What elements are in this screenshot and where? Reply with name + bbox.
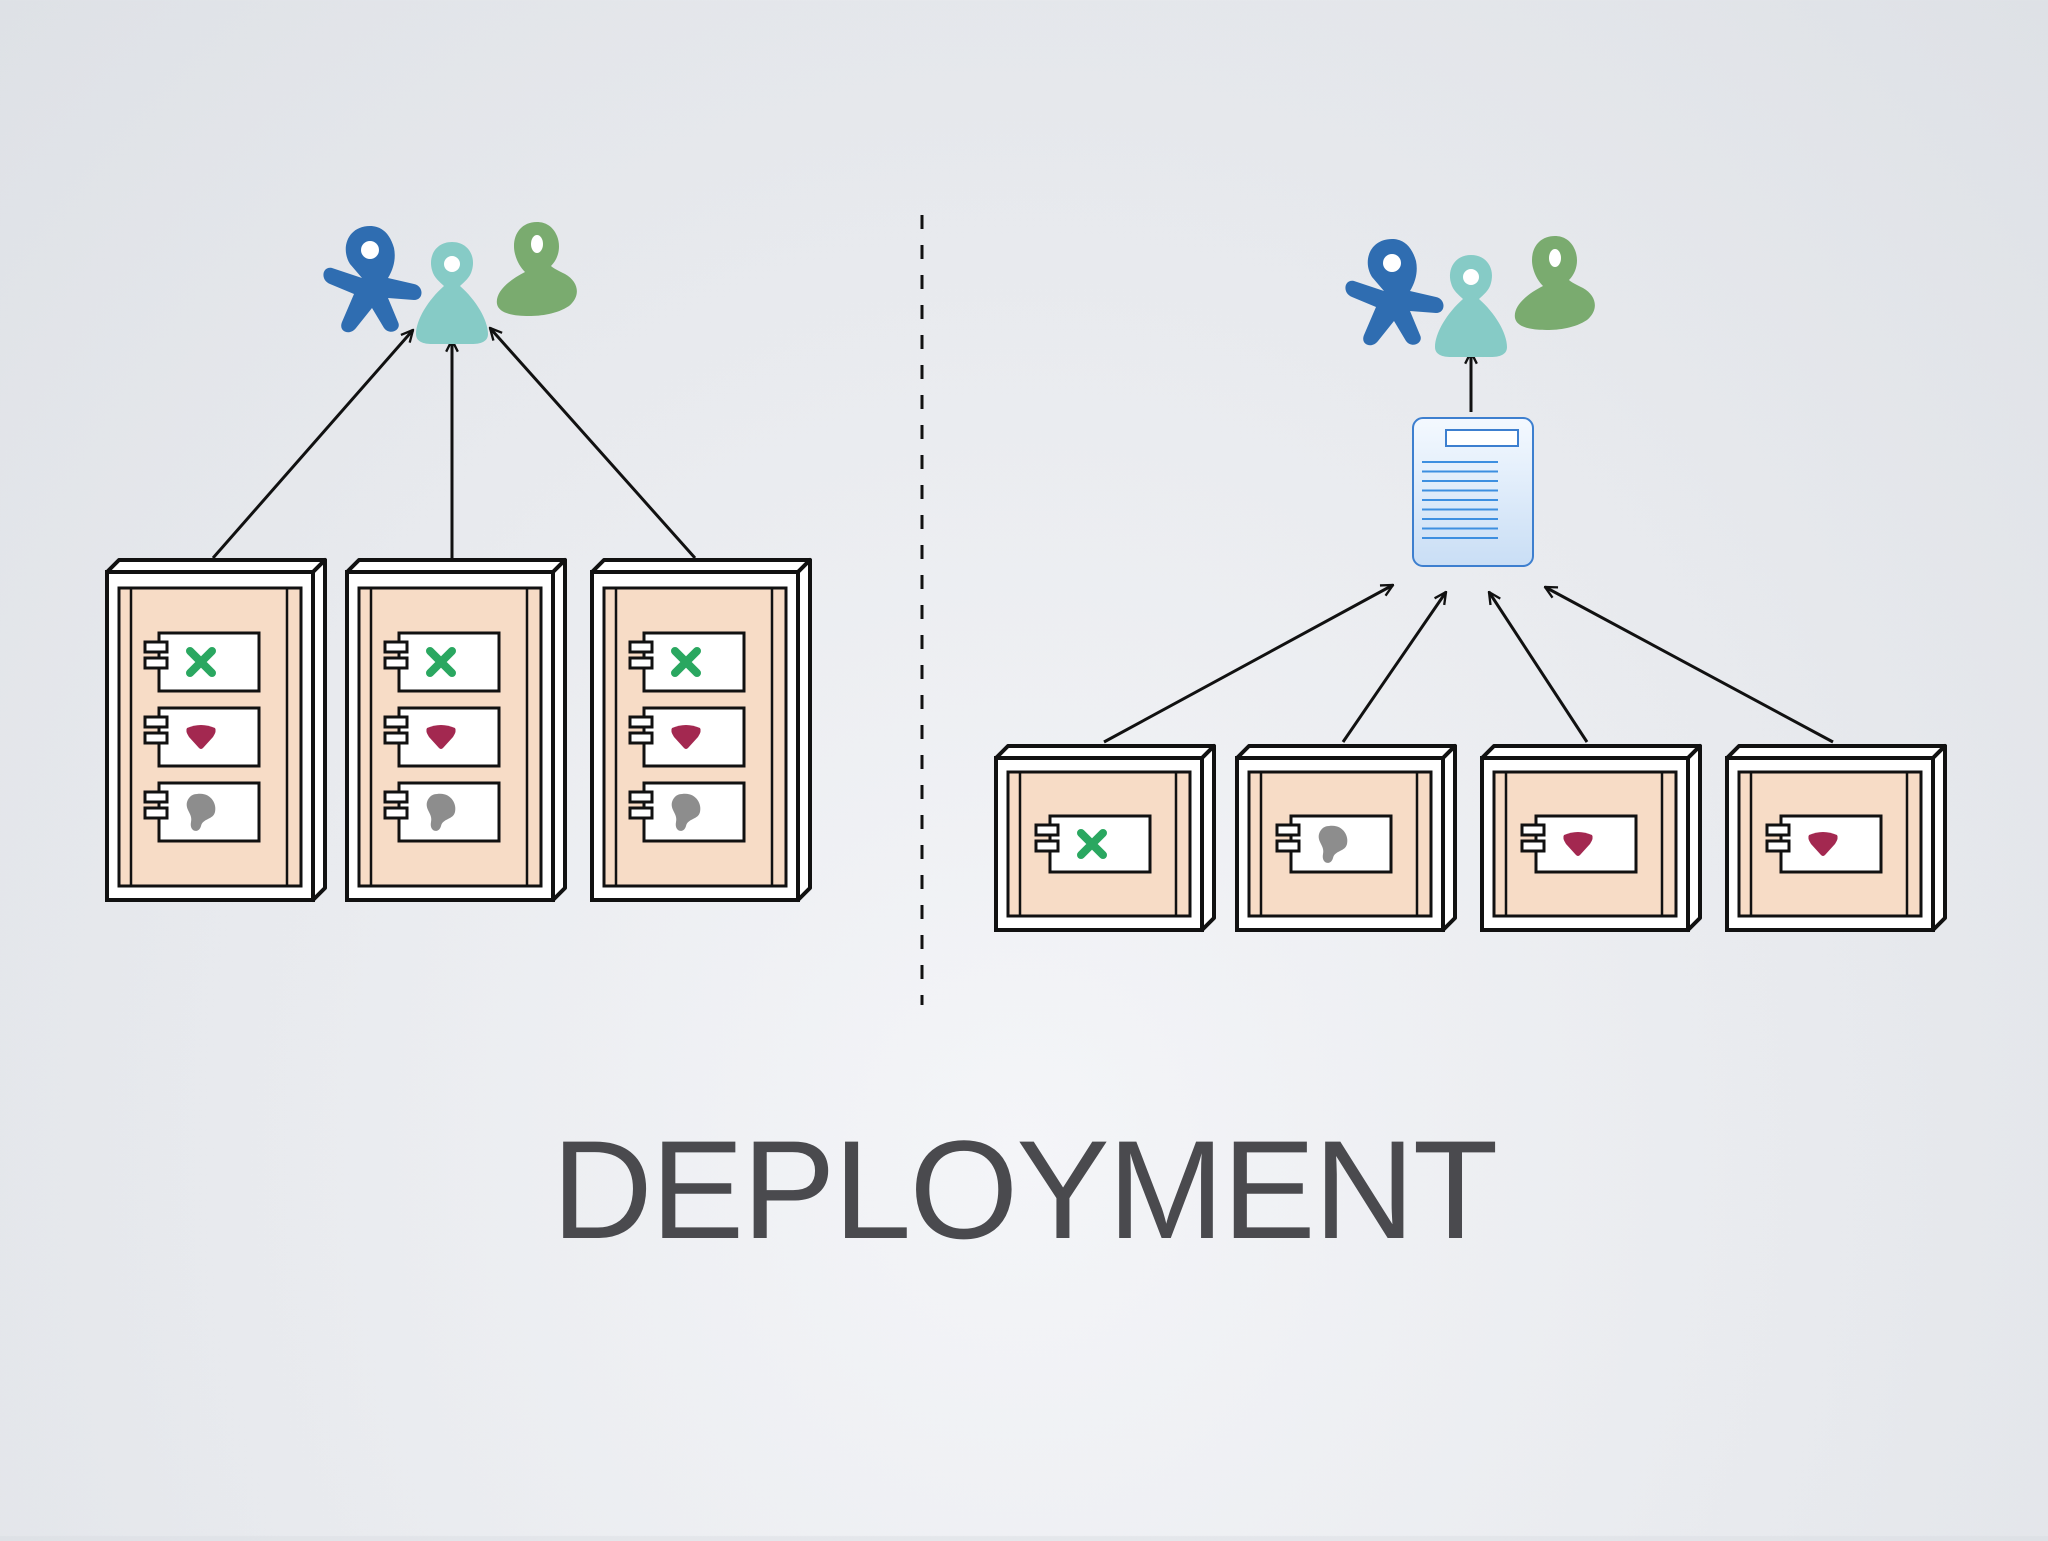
component-box xyxy=(1765,814,1883,874)
user-icon-drop xyxy=(1514,236,1595,330)
user-icon-drop xyxy=(496,222,577,316)
component-box xyxy=(383,706,501,768)
component-box xyxy=(383,631,501,693)
arrow xyxy=(1545,585,1834,744)
server-node xyxy=(1235,744,1457,932)
arrow xyxy=(490,328,697,559)
component-box xyxy=(1034,814,1152,874)
blob-component-icon xyxy=(186,793,216,831)
component-box xyxy=(1520,814,1638,874)
heart-component-icon xyxy=(1808,832,1838,856)
user-icon-star xyxy=(1345,239,1444,346)
component-box xyxy=(628,781,746,843)
x-component-icon xyxy=(1077,829,1107,859)
blob-component-icon xyxy=(1318,825,1348,863)
server-node xyxy=(345,558,567,902)
component-box xyxy=(628,631,746,693)
blob-component-icon xyxy=(426,793,456,831)
heart-component-icon xyxy=(426,725,456,749)
arrow xyxy=(1103,583,1393,744)
document-icon xyxy=(1412,417,1534,567)
x-component-icon xyxy=(426,647,456,677)
user-icon-star xyxy=(323,226,422,333)
heart-component-icon xyxy=(186,725,216,749)
heart-component-icon xyxy=(1563,832,1593,856)
server-node xyxy=(590,558,812,902)
blob-component-icon xyxy=(671,793,701,831)
x-component-icon xyxy=(671,647,701,677)
user-icon-cone xyxy=(1435,255,1507,357)
arrow xyxy=(1489,592,1589,743)
component-box xyxy=(1275,814,1393,874)
server-node xyxy=(1725,744,1947,932)
component-box xyxy=(143,781,261,843)
slide-title: DEPLOYMENT xyxy=(551,1111,1499,1268)
component-box xyxy=(628,706,746,768)
server-node xyxy=(994,744,1216,932)
x-component-icon xyxy=(186,647,216,677)
server-node xyxy=(105,558,327,902)
user-icon-cone xyxy=(416,242,488,344)
arrow xyxy=(211,330,413,559)
component-box xyxy=(383,781,501,843)
component-box xyxy=(143,631,261,693)
component-box xyxy=(143,706,261,768)
arrow xyxy=(1341,592,1446,743)
heart-component-icon xyxy=(671,725,701,749)
server-node xyxy=(1480,744,1702,932)
